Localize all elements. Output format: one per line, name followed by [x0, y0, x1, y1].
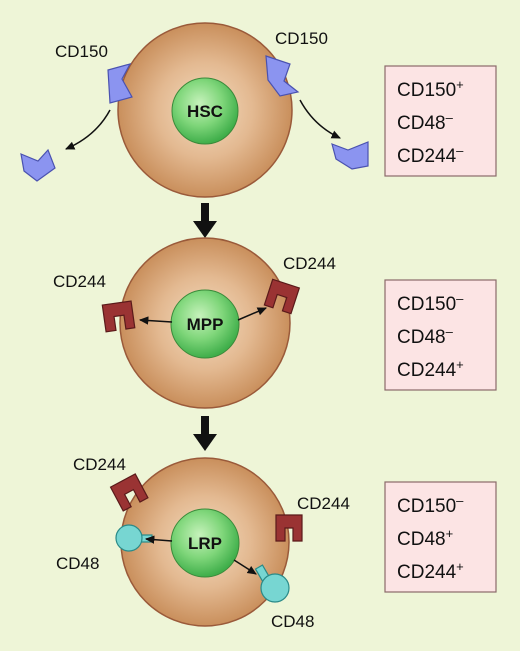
- lrp-marker-box: CD150– CD48+ CD244+: [384, 481, 497, 593]
- lrp-cd244-label-right: CD244: [297, 494, 350, 513]
- lrp-cell-group: LRP CD244 CD244 CD48 CD48: [56, 455, 350, 631]
- lrp-arrow-left: [144, 535, 173, 544]
- hsc-cell-group: HSC CD150 CD150: [20, 22, 369, 198]
- mpp-arrow-right: [237, 307, 267, 321]
- cd48-label-right: CD48: [271, 612, 314, 631]
- mpp-marker-cd48: CD48–: [397, 324, 454, 348]
- cd48-receptor-right: [254, 564, 290, 603]
- mpp-nucleus-label: MPP: [187, 315, 224, 334]
- lrp-nucleus: [170, 508, 240, 578]
- shed-arrow-right: [299, 99, 341, 139]
- lrp-cd244-label-left: CD244: [73, 455, 126, 474]
- hsc-marker-cd48: CD48–: [397, 110, 454, 134]
- shed-cd150-right: [331, 141, 369, 170]
- transition-arrow-1: [193, 203, 217, 238]
- lrp-marker-cd150: CD150–: [397, 493, 464, 517]
- cd150-receptor-left: [107, 63, 133, 104]
- cd244-receptor-left: [101, 300, 136, 333]
- cd150-label-right: CD150: [275, 29, 328, 48]
- cd48-label-left: CD48: [56, 554, 99, 573]
- cd150-label-left: CD150: [55, 42, 108, 61]
- lrp-nucleus-label: LRP: [188, 534, 222, 553]
- shed-cd150-left: [20, 148, 56, 182]
- lrp-arrow-right: [233, 559, 257, 575]
- lrp-cd244-receptor-right: [275, 514, 303, 542]
- lrp-cd244-receptor-left: [109, 473, 149, 512]
- hsc-nucleus-label: HSC: [187, 102, 223, 121]
- lrp-marker-cd48: CD48+: [397, 526, 453, 550]
- mpp-nucleus: [170, 289, 240, 359]
- hsc-marker-cd244: CD244–: [397, 143, 464, 167]
- cd244-label-right: CD244: [283, 254, 336, 273]
- mpp-marker-cd244: CD244+: [397, 357, 464, 381]
- lrp-marker-cd244: CD244+: [397, 559, 464, 583]
- hsc-marker-box: CD150+ CD48– CD244–: [384, 65, 497, 177]
- cd244-label-left: CD244: [53, 272, 106, 291]
- mpp-marker-cd150: CD150–: [397, 291, 464, 315]
- mpp-arrow-left: [138, 316, 173, 325]
- cd244-receptor-right: [263, 278, 301, 315]
- hsc-marker-cd150: CD150+: [397, 77, 464, 101]
- cd150-receptor-right: [265, 55, 300, 97]
- mpp-cell-group: MPP CD244 CD244: [53, 237, 336, 409]
- shed-arrow-left: [65, 109, 111, 150]
- mpp-marker-box: CD150– CD48– CD244+: [384, 279, 497, 391]
- transition-arrow-2: [193, 416, 217, 451]
- hsc-nucleus: [171, 77, 239, 145]
